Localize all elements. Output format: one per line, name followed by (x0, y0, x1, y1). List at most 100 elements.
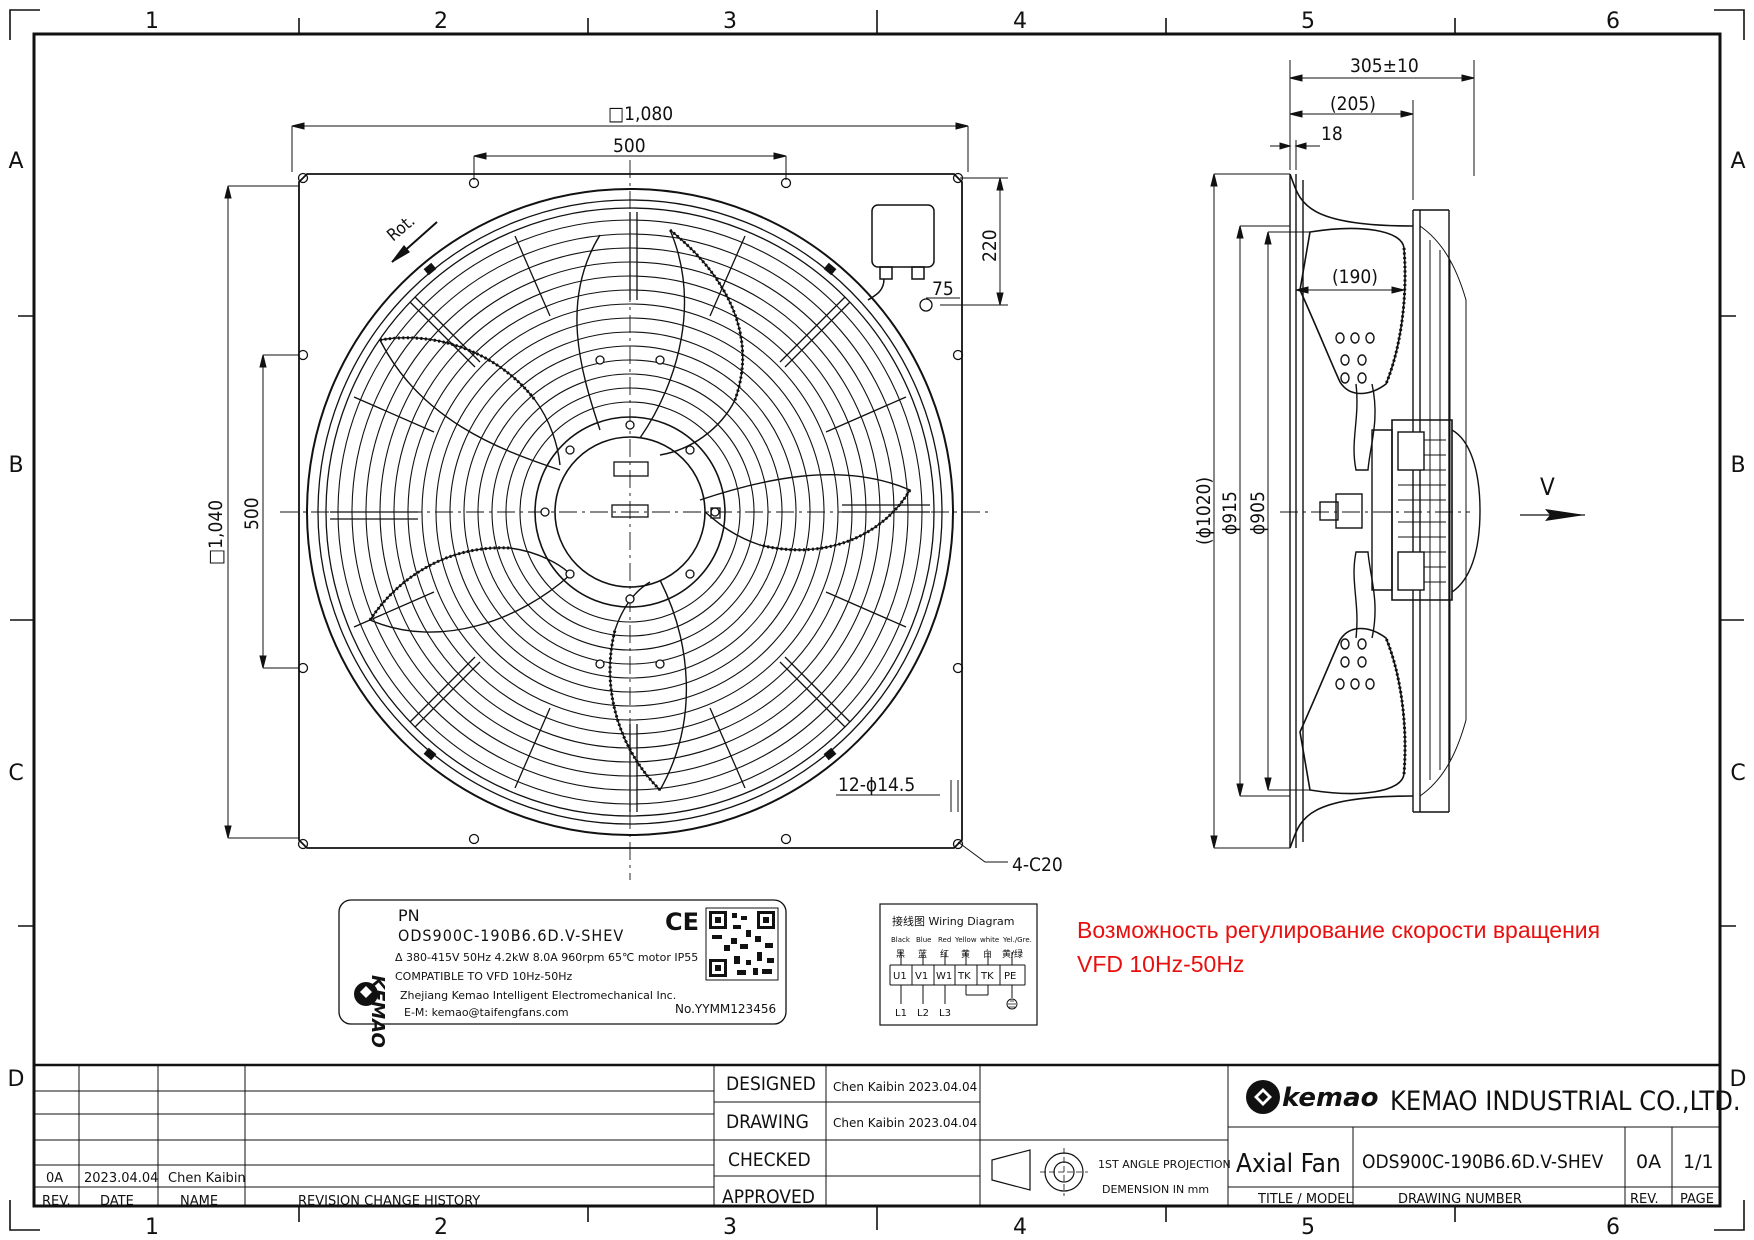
role-designed: DESIGNED (726, 1073, 816, 1095)
wiring-text: 接线图 Wiring Diagram Black Blue Red Yellow… (891, 914, 1032, 1019)
wiring-color-black: Black (891, 936, 911, 944)
zone-col-5: 5 (1301, 9, 1315, 34)
role-checked: CHECKED (728, 1149, 811, 1171)
dim-hole-spacing-top: 500 (613, 135, 646, 157)
nameplate-brand: KEMAO (367, 975, 388, 1048)
rev-row-rev: 0A (46, 1171, 63, 1186)
wiring-title: 接线图 Wiring Diagram (892, 914, 1014, 928)
wiring-color-blue: Blue (916, 936, 932, 944)
label-page: PAGE (1680, 1192, 1714, 1207)
ce-mark: CE (665, 908, 699, 936)
dim-height-outer: □1,040 (205, 500, 227, 565)
zone-col-4-bottom: 4 (1013, 1215, 1027, 1240)
airflow-label: V (1540, 473, 1555, 501)
terminal-w1: W1 (936, 971, 952, 982)
wiring-diagram (879, 903, 1038, 1026)
front-dimensions (224, 122, 1008, 863)
label-drawing-number: DRAWING NUMBER (1398, 1192, 1522, 1207)
nameplate-model: ODS900C-190B6.6D.V-SHEV (398, 926, 624, 945)
terminal-u1: U1 (893, 971, 907, 982)
airflow-arrow (1520, 509, 1585, 521)
title-block (34, 1063, 1720, 1206)
label-title-model: TITLE / MODEL (1257, 1192, 1353, 1207)
rotation-label: Rot. (383, 211, 419, 246)
logo-wordmark: kemao (1282, 1083, 1379, 1113)
speed-control-note: Возможность регулирование скорости враще… (1077, 913, 1600, 981)
zone-row-a: A (8, 149, 23, 174)
wiring-color-white: white (980, 936, 999, 944)
front-dimension-labels: □1,080 500 □1,040 500 220 75 12-ϕ14.5 4-… (205, 103, 1063, 876)
line-l2: L2 (917, 1008, 929, 1019)
nameplate-company: Zhejiang Kemao Intelligent Electromechan… (400, 989, 676, 1002)
nameplate-logo-icon (354, 982, 378, 1006)
zone-col-4: 4 (1013, 9, 1027, 34)
note-line-2: VFD 10Hz-50Hz (1077, 951, 1245, 977)
side-view (1280, 173, 1481, 849)
terminal-tk1: TK (957, 971, 971, 982)
zone-row-d-right: D (1730, 1067, 1747, 1092)
designed-by: Chen Kaibin 2023.04.04 (833, 1080, 977, 1094)
kemao-logo-icon (1246, 1080, 1280, 1114)
zone-col-3: 3 (723, 9, 737, 34)
wiring-color-red: Red (938, 936, 951, 944)
dim-depth-total: 305±10 (1350, 55, 1419, 77)
zone-row-d: D (8, 1067, 25, 1092)
zone-col-1-bottom: 1 (145, 1215, 159, 1240)
dim-width-outer: □1,080 (608, 103, 673, 125)
wiring-cn-black: 黑 (896, 949, 905, 960)
wiring-cn-yelgre: 黄/绿 (1002, 948, 1023, 960)
title-rev: 0A (1636, 1151, 1661, 1173)
zone-row-a-right: A (1730, 149, 1745, 174)
company-name: KEMAO INDUSTRIAL CO.,LTD. (1390, 1086, 1741, 1117)
front-view (280, 160, 990, 880)
header-name: NAME (180, 1194, 218, 1209)
projection-line1: 1ST ANGLE PROJECTION (1098, 1158, 1231, 1171)
zone-row-b-right: B (1730, 453, 1745, 478)
hub-bolts (540, 355, 720, 669)
rev-row-date: 2023.04.04 (84, 1171, 158, 1186)
zone-col-5-bottom: 5 (1301, 1215, 1315, 1240)
note-line-1: Возможность регулирование скорости враще… (1077, 917, 1601, 943)
terminal-pe: PE (1004, 971, 1016, 982)
header-rev: REV. (42, 1194, 71, 1209)
role-approved: APPROVED (722, 1186, 815, 1208)
dim-diameter-905: ϕ905 (1247, 491, 1269, 535)
zone-col-6: 6 (1606, 9, 1620, 34)
wiring-cn-yellow: 黄 (961, 948, 970, 960)
dim-box-hole: 75 (932, 278, 954, 300)
projection-line2: DEMENSION IN mm (1102, 1183, 1209, 1196)
label-rev: REV. (1630, 1192, 1659, 1207)
wiring-cn-blue: 蓝 (918, 948, 927, 960)
rev-row-name: Chen Kaibin (168, 1171, 246, 1186)
blade-serrations (368, 228, 912, 792)
line-l1: L1 (895, 1008, 907, 1019)
zone-col-2-bottom: 2 (434, 1215, 448, 1240)
terminal-tk2: TK (980, 971, 994, 982)
header-history: REVISION CHANGE HISTORY (298, 1194, 480, 1209)
nameplate-text: PN ODS900C-190B6.6D.V-SHEV Δ 380-415V 50… (395, 906, 776, 1019)
drawing-title: Axial Fan (1236, 1149, 1341, 1179)
dim-hole-spacing-left: 500 (241, 497, 263, 530)
zone-row-c: C (8, 761, 23, 786)
zone-col-1: 1 (145, 9, 159, 34)
dim-diameter-outer: (ϕ1020) (1193, 477, 1215, 545)
zone-col-2: 2 (434, 9, 448, 34)
guard-spokes (330, 212, 930, 812)
wiring-color-yelgre: Yel./Gre. (1002, 936, 1032, 944)
terminal-v1: V1 (915, 971, 928, 982)
nameplate: KEMAO (338, 899, 787, 1048)
zone-row-c-right: C (1730, 761, 1745, 786)
nameplate-vfd: COMPATIBLE TO VFD 10Hz-50Hz (395, 970, 572, 983)
nameplate-spec: Δ 380-415V 50Hz 4.2kW 8.0A 960rpm 65℃ mo… (395, 951, 698, 964)
dim-hub: (190) (1332, 266, 1378, 288)
dim-depth-inner: (205) (1330, 93, 1376, 115)
terminal-box (867, 204, 935, 301)
dim-box-offset: 220 (979, 229, 1001, 262)
line-l3: L3 (939, 1008, 951, 1019)
wiring-cn-red: 红 (940, 948, 949, 960)
side-dimension-labels: 305±10 (205) 18 (190) (ϕ1020) ϕ915 ϕ905 … (1193, 55, 1555, 545)
dim-chamfer: 4-C20 (1012, 854, 1063, 876)
dim-flange: 18 (1321, 123, 1343, 145)
nameplate-serial: No.YYMM123456 (675, 1002, 776, 1016)
drawn-by: Chen Kaibin 2023.04.04 (833, 1116, 977, 1130)
